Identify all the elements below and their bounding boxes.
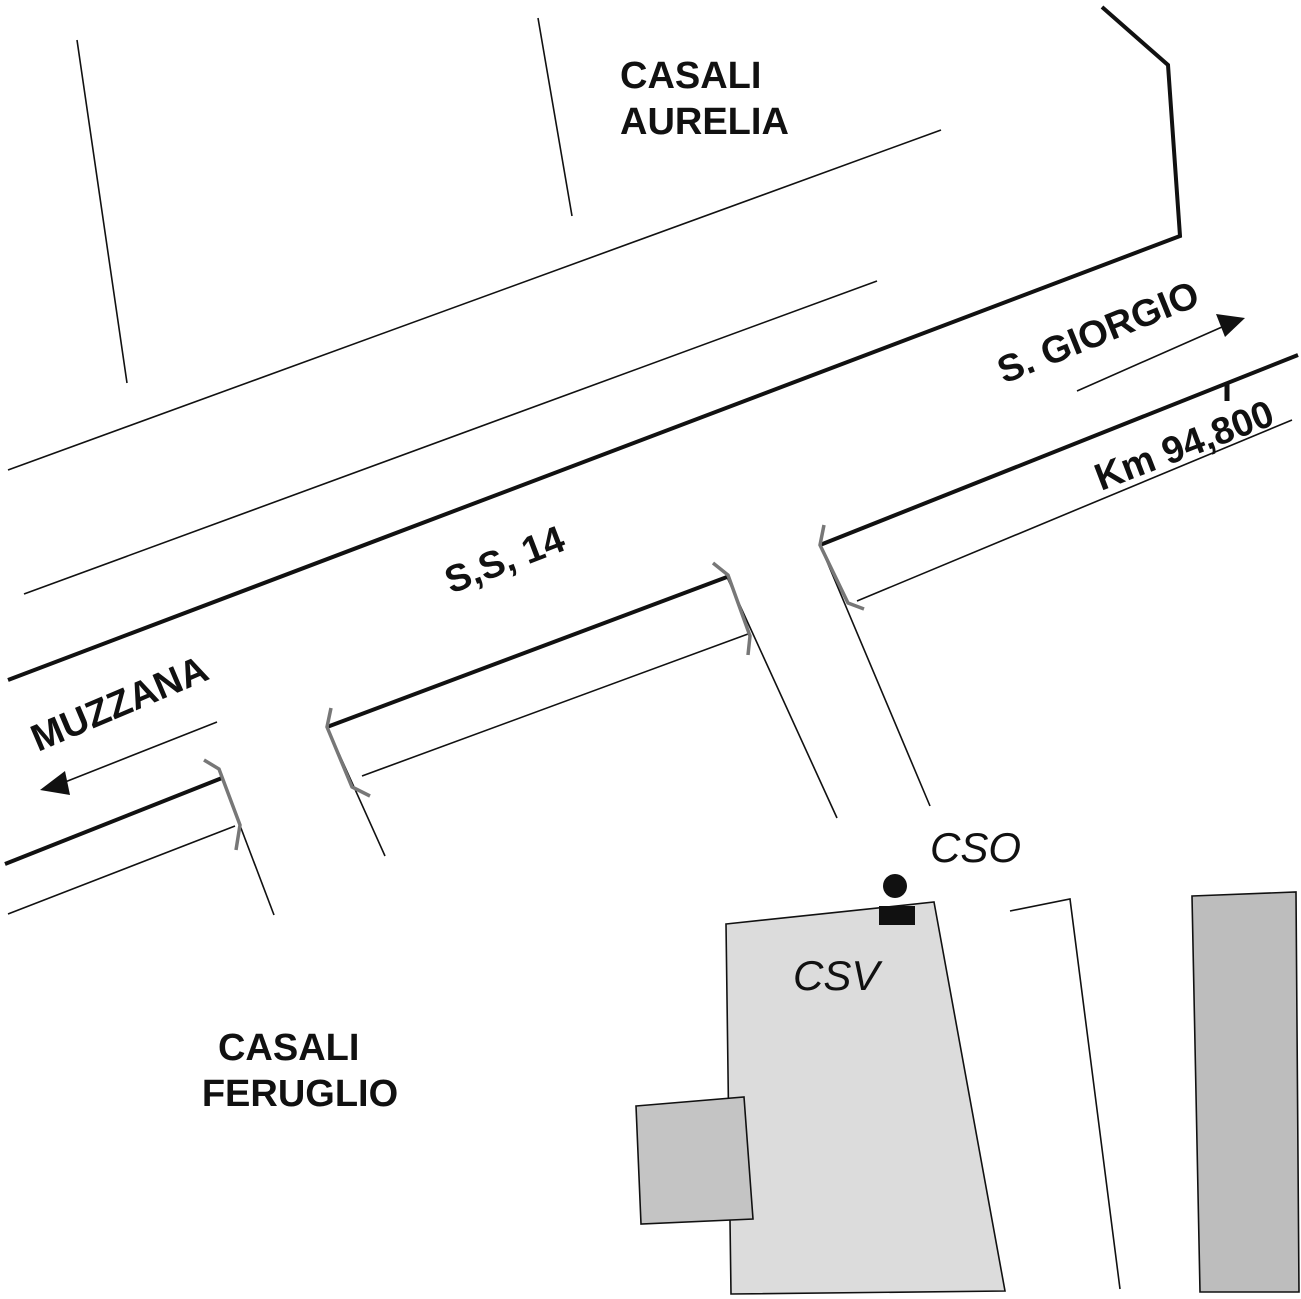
service-lane-1 [7,825,236,915]
service-lane-3 [856,419,1293,602]
parallel-road-lower [23,280,878,595]
cso-station-dot [883,874,907,898]
side-road-1 [76,39,128,384]
label-direction-muzzana: MUZZANA [25,648,214,760]
parallel-road-upper [7,129,942,471]
right-street [1009,898,1121,1290]
label-csv: CSV [793,952,883,999]
label-road-ss14: S,S, 14 [439,519,570,603]
building-right [1191,891,1300,1293]
cross-street-3 [726,576,838,819]
arrow-right-icon [1076,314,1245,392]
cross-street-4 [819,544,931,807]
label-casali-feruglio: CASALI FERUGLIO [202,1027,398,1115]
ss14-south-edge-2 [326,575,728,729]
arrow-left-icon [40,721,218,795]
ss14-south-edge-1 [4,776,223,866]
ss14-north-edge [7,5,1183,682]
building-csv-annex [635,1096,754,1225]
service-lane-2 [361,633,749,777]
csv-station-marker [879,906,915,925]
gate-4 [818,524,865,611]
side-road-2 [537,17,573,217]
label-casali-aurelia: CASALI AURELIA [620,55,789,143]
gate-1 [203,758,242,851]
gate-3 [711,561,752,656]
ss14-south-edge-3 [819,353,1299,547]
label-km-marker: Km 94,800 [1089,393,1280,500]
label-cso: CSO [930,824,1021,871]
gate-2 [325,707,371,798]
label-direction-s-giorgio: S. GIORGIO [992,274,1205,393]
